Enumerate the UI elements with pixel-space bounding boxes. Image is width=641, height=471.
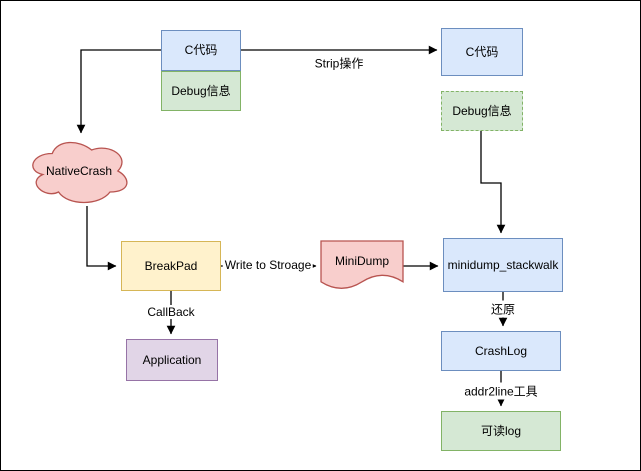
node-source-c-code: C代码 (161, 30, 241, 71)
node-stripped-c-code: C代码 (441, 28, 523, 76)
nativecrash-label: NativeCrash (45, 164, 113, 178)
nativecrash-cloud-shape (32, 141, 128, 204)
node-minidump-stackwalk: minidump_stackwalk (443, 238, 563, 292)
node-stripped-debug-info: Debug信息 (441, 91, 523, 131)
edge-code-to-nativecrash (76, 49, 161, 134)
edge-label-addr2line: addr2line工具 (462, 382, 540, 400)
minidump-document-shape (320, 240, 404, 289)
node-breakpad: BreakPad (121, 241, 221, 291)
edge-label-write-storage: Write to Stroage (222, 258, 314, 272)
edge-label-strip: Strip操作 (314, 56, 364, 71)
node-source-debug-info: Debug信息 (161, 71, 241, 111)
edge-label-restore: 还原 (488, 300, 518, 318)
minidump-label: MiniDump (334, 254, 390, 268)
edge-debug-to-stackwalk (480, 131, 506, 234)
node-crashlog: CrashLog (441, 331, 561, 371)
node-readable-log: 可读log (441, 411, 561, 451)
node-application: Application (126, 339, 218, 381)
edge-label-callback: CallBack (145, 305, 197, 319)
edge-crash-to-breakpad (86, 206, 117, 271)
